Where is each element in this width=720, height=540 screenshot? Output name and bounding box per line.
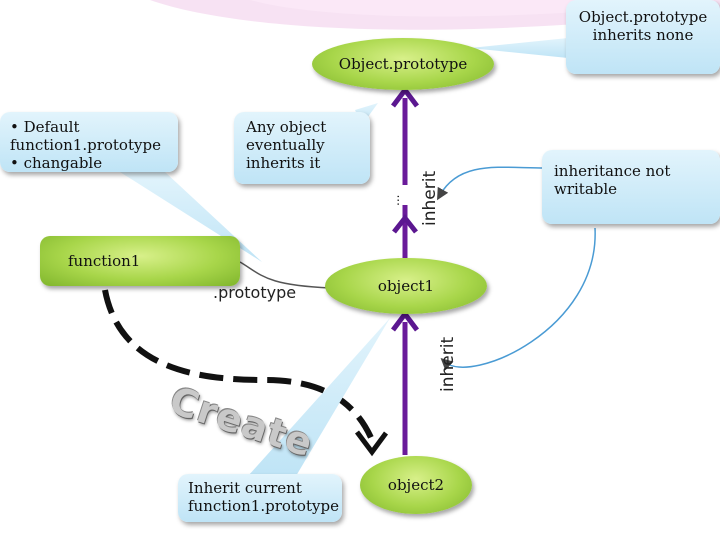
ellipsis-label: ... xyxy=(388,194,402,206)
prototype-link xyxy=(239,261,331,289)
create-dashed-arrow xyxy=(102,289,375,442)
node-function1: function1 xyxy=(40,236,240,286)
callout-line: inherits it xyxy=(246,154,321,172)
inherit-label-top: inherit xyxy=(420,170,440,226)
callout-line: function1.prototype xyxy=(10,136,161,154)
callout-line: Inherit current xyxy=(188,479,302,497)
node-object1: object1 xyxy=(325,258,487,314)
inherit-arrow-mid xyxy=(392,205,418,258)
not-writable-link-bottom xyxy=(440,227,596,371)
callout-default-prototype: • Default function1.prototype • changabl… xyxy=(0,112,178,172)
callout-line: function1.prototype xyxy=(188,497,339,515)
callout-line: Object.prototype xyxy=(578,8,708,26)
inherit-label-bottom: inherit xyxy=(438,336,458,392)
callout-line: • Default xyxy=(10,118,80,136)
callout-inheritance-not-writable: inheritance not writable xyxy=(542,150,720,224)
not-writable-link-top xyxy=(437,166,546,201)
callout-any-object: Any object eventually inherits it xyxy=(234,112,370,184)
node-object2: object2 xyxy=(360,456,472,514)
callout-line: writable xyxy=(554,180,618,198)
callout-line: eventually xyxy=(246,136,325,154)
callout-inherit-current: Inherit current function1.prototype xyxy=(178,474,342,522)
callout-line: Any object xyxy=(246,118,327,136)
prototype-label: .prototype xyxy=(213,283,297,302)
callout-line: inheritance not xyxy=(554,162,671,180)
inherit-arrow-top xyxy=(391,85,419,185)
callout-line: • changable xyxy=(10,154,103,172)
inherit-arrow-bottom xyxy=(391,309,419,455)
callout-object-prototype-inherits-none: Object.prototype inherits none xyxy=(566,0,720,74)
callout-line: inherits none xyxy=(592,26,694,44)
node-object-prototype: Object.prototype xyxy=(312,38,494,90)
